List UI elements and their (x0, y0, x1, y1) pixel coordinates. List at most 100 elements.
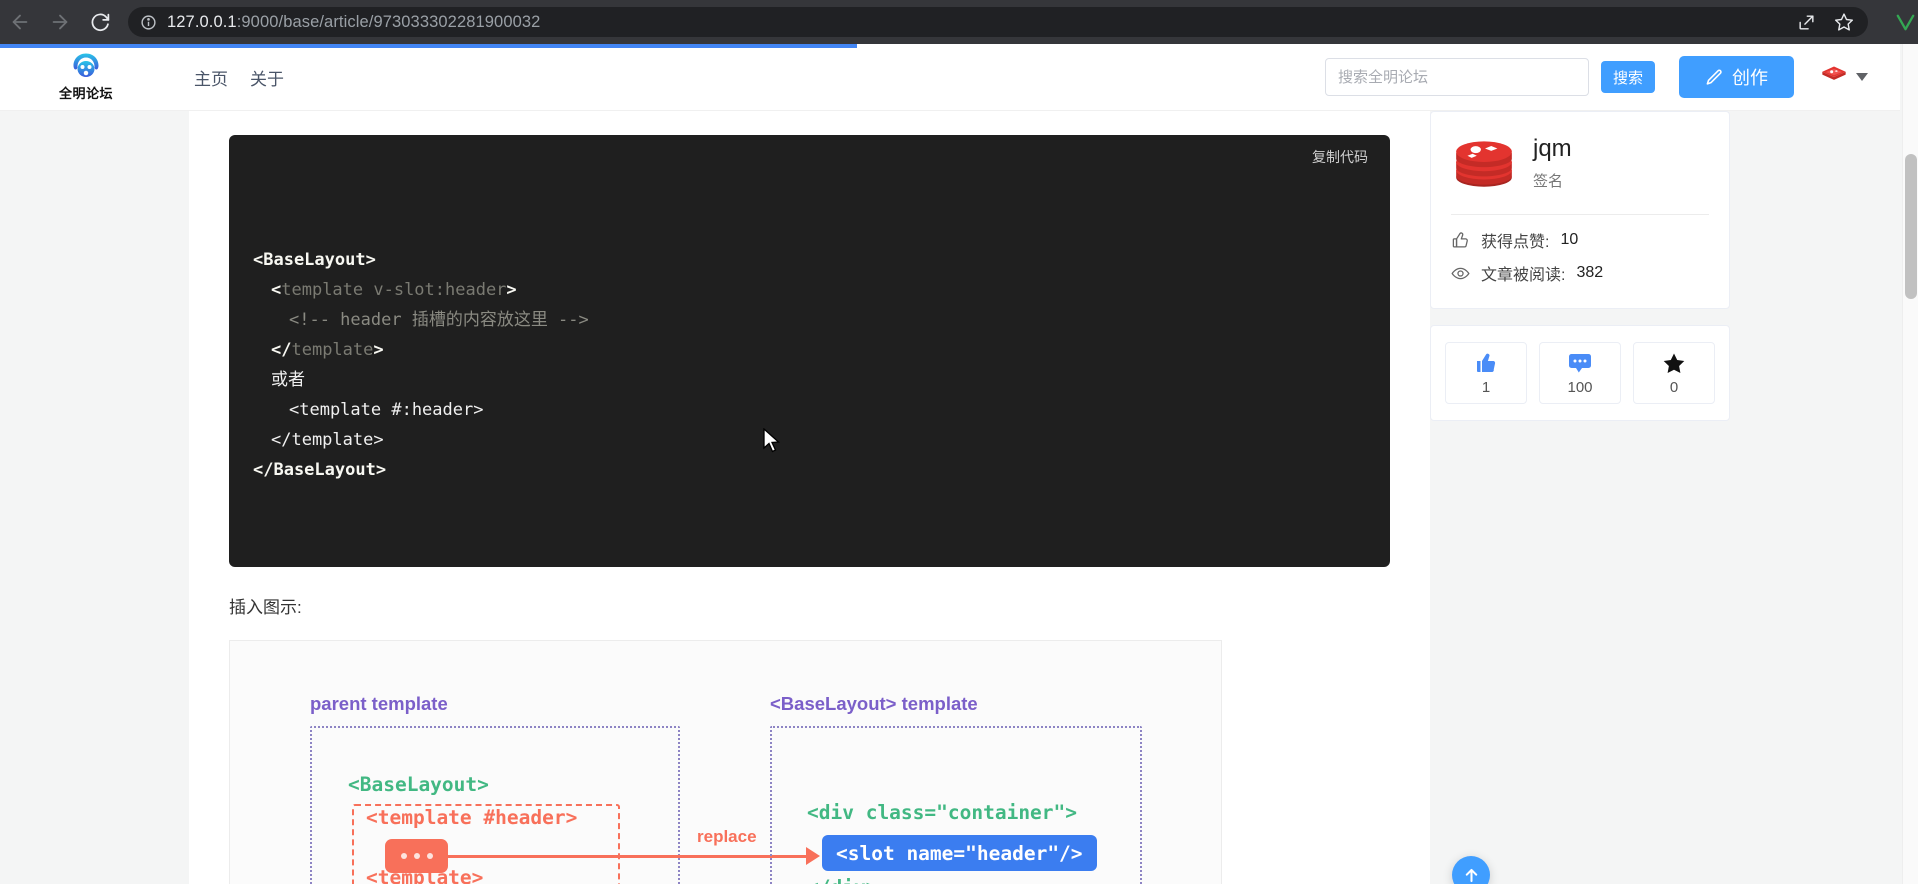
replace-arrow-head (806, 847, 820, 865)
address-bar[interactable]: 127.0.0.1:9000/base/article/973033302281… (128, 7, 1868, 37)
article-card: 复制代码 <BaseLayout> <template v-slot:header… (189, 111, 1430, 884)
article-views-label: 文章被阅读: (1481, 267, 1566, 284)
code-token: </ (271, 340, 292, 360)
named-slot-content-pill (385, 839, 448, 873)
author-signature: 签名 (1533, 173, 1564, 191)
browser-toolbar: 127.0.0.1:9000/base/article/973033302281… (0, 0, 1918, 44)
article-actions-card: 1 100 0 (1430, 325, 1730, 421)
article-views-value: 382 (1576, 264, 1604, 281)
url-host: 127.0.0.1 (167, 12, 237, 31)
reload-icon[interactable] (80, 2, 120, 42)
code-line: </template> (253, 425, 1366, 455)
parent-template-open: <template #header> (366, 806, 578, 829)
article-views-stat: 文章被阅读: 382 (1451, 261, 1709, 285)
author-name: jqm (1533, 134, 1572, 162)
comment-count: 100 (1567, 378, 1593, 396)
code-token: <template #:header> (289, 400, 484, 420)
like-button[interactable]: 1 (1445, 342, 1527, 404)
slot-diagram-figure: parent template <BaseLayout> template <B… (229, 640, 1222, 884)
code-token: > (373, 340, 384, 360)
code-token: </BaseLayout> (253, 460, 387, 480)
pencil-icon (1706, 69, 1722, 85)
user-menu[interactable] (1820, 63, 1868, 91)
code-line: </BaseLayout> (253, 455, 1366, 485)
back-arrow-icon[interactable] (0, 2, 40, 42)
diagram-right-title: <BaseLayout> template (770, 693, 978, 714)
code-line: </template> (253, 335, 1366, 365)
diagram-left-title: parent template (310, 693, 448, 714)
header-right-actions: 搜索 创作 (1324, 56, 1900, 98)
comment-button[interactable]: 100 (1539, 342, 1621, 404)
create-article-button[interactable]: 创作 (1679, 56, 1794, 98)
thumbs-up-filled-icon (1477, 353, 1496, 372)
code-line: <template v-slot:header> (253, 275, 1366, 305)
code-token: <!-- header 插槽的内容放这里 --> (289, 310, 589, 330)
brand-name: 全明论坛 (58, 86, 113, 101)
chevron-down-icon[interactable] (1856, 73, 1868, 81)
copy-code-button[interactable]: 复制代码 (1312, 149, 1368, 165)
named-slot-outlet-pill: <slot name="header"/> (822, 835, 1097, 871)
likes-received-value: 10 (1560, 231, 1579, 248)
browser-extensions-area (1878, 8, 1918, 36)
code-token: template (291, 340, 374, 360)
search-input[interactable] (1324, 58, 1589, 96)
share-icon[interactable] (1797, 13, 1816, 32)
url-path: :9000/base/article/973033302281900032 (236, 12, 541, 31)
star-filled-icon (1663, 353, 1685, 373)
redis-logo-avatar (1456, 141, 1512, 187)
favorite-count: 0 (1669, 378, 1679, 396)
comment-bubble-icon (1569, 353, 1591, 372)
favorite-button[interactable]: 0 (1633, 342, 1715, 404)
url-text: 127.0.0.1:9000/base/article/973033302281… (167, 13, 1779, 32)
arrow-up-icon (1465, 868, 1477, 882)
parent-template-close: <template> (366, 866, 484, 884)
code-token: <BaseLayout> (253, 250, 376, 270)
parent-baselayout-open: <BaseLayout> (348, 773, 489, 796)
code-token: 或者 (271, 370, 305, 390)
thumbs-up-outline-icon (1452, 231, 1468, 247)
redis-cube-avatar-icon (1822, 66, 1846, 80)
code-line: 或者 (253, 365, 1366, 395)
replace-arrow-line (448, 855, 808, 858)
forward-arrow-icon[interactable] (40, 2, 80, 42)
search-button[interactable]: 搜索 (1600, 61, 1655, 93)
page-scrollbar[interactable] (1902, 44, 1918, 884)
code-token: </template> (271, 430, 384, 450)
eye-icon (1451, 267, 1470, 279)
code-block: 复制代码 <BaseLayout> <template v-slot:header… (229, 135, 1390, 567)
page-load-progress-bar (0, 44, 857, 48)
author-profile-card: jqm 签名 获得点赞: 10 文章被阅读: 382 (1430, 111, 1730, 309)
star-outline-icon[interactable] (1834, 12, 1854, 32)
site-header: 全明论坛 主页 关于 搜索 创作 (0, 44, 1900, 111)
named-slot-box (352, 804, 620, 884)
main-navigation: 主页 关于 (194, 65, 284, 90)
web-page: 全明论坛 主页 关于 搜索 创作 (0, 44, 1918, 884)
vimium-extension-icon[interactable] (1894, 11, 1917, 34)
content-area: 复制代码 <BaseLayout> <template v-slot:header… (0, 111, 1900, 884)
likes-received-stat: 获得点赞: 10 (1451, 228, 1709, 252)
container-div-close: </div> (807, 876, 877, 884)
likes-received-label: 获得点赞: (1481, 234, 1550, 251)
right-sidebar: jqm 签名 获得点赞: 10 文章被阅读: 382 (1430, 111, 1730, 437)
code-token: template v-slot:header (281, 280, 507, 300)
code-token: > (506, 280, 517, 300)
nav-home[interactable]: 主页 (194, 69, 228, 89)
site-brand[interactable]: 全明论坛 (40, 52, 132, 102)
insert-figure-label: 插入图示: (229, 598, 302, 617)
create-button-label: 创作 (1732, 68, 1768, 88)
page-scrollbar-thumb[interactable] (1905, 154, 1917, 299)
replace-label: replace (697, 827, 757, 846)
container-div-open: <div class="container"> (807, 801, 1078, 824)
code-line: <template #:header> (253, 395, 1366, 425)
code-content: <BaseLayout><template v-slot:header><!--… (253, 245, 1366, 485)
profile-divider (1451, 214, 1709, 215)
site-info-icon[interactable] (140, 14, 157, 31)
code-line: <!-- header 插槽的内容放这里 --> (253, 305, 1366, 335)
code-line: <BaseLayout> (253, 245, 1366, 275)
scroll-to-top-button[interactable] (1452, 856, 1490, 884)
forum-logo-icon (73, 53, 99, 77)
like-count: 1 (1481, 378, 1491, 396)
baselayout-template-box (770, 726, 1142, 884)
code-token: < (271, 280, 282, 300)
nav-about[interactable]: 关于 (250, 69, 284, 89)
